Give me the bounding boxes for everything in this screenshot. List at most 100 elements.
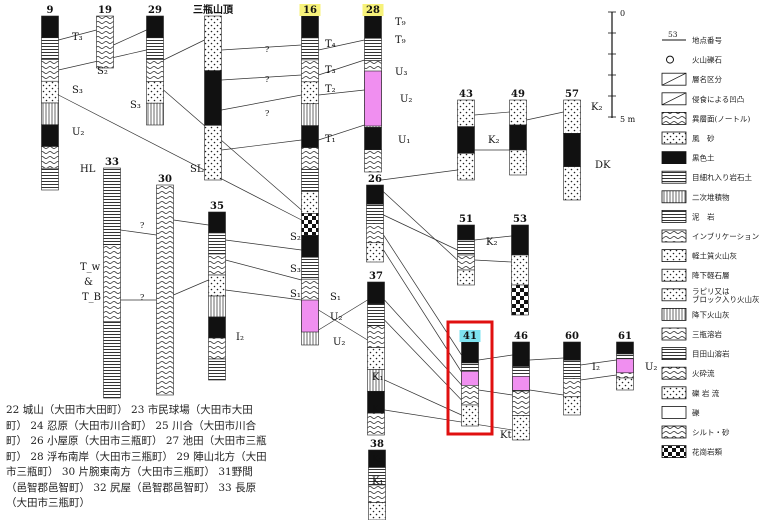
column-layer [103, 167, 121, 245]
column-layer [367, 325, 385, 348]
column-number: 49 [511, 89, 525, 100]
unit-label: S₂ [290, 232, 301, 243]
column-layer [301, 59, 319, 83]
legend-label: 花崗岩類 [692, 447, 722, 457]
column-layer [461, 341, 479, 364]
correlation-line [384, 379, 462, 416]
column-layer [509, 124, 527, 151]
column-layer [41, 102, 59, 126]
unit-label: T₃ [72, 32, 83, 43]
column-c60: 60 [563, 331, 581, 416]
legend-item: シルト・砂 [661, 425, 730, 439]
correlation-line [526, 111, 564, 121]
legend-item: 黒色土 [661, 151, 715, 165]
unit-label: T₁ [325, 134, 336, 145]
column-layer [563, 99, 581, 134]
legend-swatch [666, 55, 674, 64]
column-layer [301, 103, 319, 126]
column-layer [204, 15, 222, 71]
column-layer [41, 146, 59, 169]
correlation-line [529, 389, 564, 396]
legend-item: 三瓶溶岩 [661, 327, 722, 341]
correlation-line [478, 389, 513, 396]
legend-label: 地点番号 [692, 35, 722, 45]
column-c53: 53 [511, 214, 529, 316]
column-number: 53 [513, 214, 527, 225]
column-c26: 26 [366, 174, 384, 263]
legend-label: 目細れ入り岩石土 [692, 172, 752, 182]
column-layer [368, 502, 386, 520]
column-layer [208, 211, 226, 234]
column-layer [366, 184, 384, 205]
unit-label: S₁ [330, 292, 341, 303]
column-number: 35 [210, 201, 224, 212]
correlation-line [318, 124, 365, 141]
column-layer [301, 125, 319, 148]
column-layer [41, 15, 59, 39]
question-mark: ? [265, 75, 269, 84]
column-layer [41, 37, 59, 60]
column-layer [103, 321, 121, 399]
legend-label: ラピリ又は [692, 287, 730, 296]
question-mark: ? [265, 45, 269, 54]
pink-layer [461, 371, 479, 386]
column-layer [364, 37, 382, 61]
legend-number: 53 [668, 30, 678, 39]
column-layer [301, 147, 319, 170]
legend-item: 風 砂 [661, 131, 715, 145]
column-layer [509, 149, 527, 176]
correlation-line [384, 319, 462, 401]
unit-label: U₁ [398, 135, 410, 146]
column-layer [204, 70, 222, 126]
legend-label: 礫 岩 流 [692, 388, 720, 398]
correlation-line [318, 39, 365, 51]
legend-label: 黒色土 [692, 153, 715, 163]
column-layer [146, 81, 164, 104]
column-number: 9 [47, 5, 54, 16]
legend-item: 目田山溶岩 [661, 347, 730, 361]
legend-item: インブリケーション [661, 229, 759, 243]
correlation-line [474, 111, 510, 116]
unit-label: K₂ [488, 135, 499, 146]
column-layer [457, 239, 475, 256]
unit-label: HL [80, 164, 96, 175]
column-layer [367, 412, 385, 436]
unit-label: K₂ [591, 102, 602, 113]
correlation-line [120, 229, 157, 236]
legend-label: 火山礫石 [692, 55, 722, 65]
legend-swatch-line [661, 72, 687, 86]
correlation-line [381, 169, 458, 181]
column-c29: 29 [146, 5, 164, 126]
legend-swatch [661, 151, 687, 165]
column-layer [457, 126, 475, 154]
column-layer [364, 127, 382, 151]
column-c61: 61 [616, 331, 634, 391]
column-layer [301, 37, 319, 61]
column-layer [208, 358, 226, 381]
column-layer [509, 99, 527, 126]
legend-label: シルト・砂 [692, 427, 730, 437]
column-layer [367, 347, 385, 370]
caption: 22 城山（大田市大田町） 23 市民球場（大田市大田町） 24 忍原（大田市川… [6, 404, 267, 509]
column-number: 38 [370, 439, 384, 450]
column-layer [204, 125, 222, 181]
column-layer [301, 213, 319, 236]
legend-swatch-line [661, 92, 687, 106]
column-layer [146, 59, 164, 82]
legend-label: 異層面(ノートル) [692, 114, 750, 123]
unit-label: T₂ [325, 84, 336, 95]
legend-swatch [661, 425, 687, 439]
column-number: 33 [105, 157, 119, 168]
legend-swatch [661, 327, 687, 341]
unit-label: SL [190, 164, 204, 175]
legend-label: 二次堆積物 [692, 192, 730, 202]
legend-item: 異層面(ノートル) [661, 112, 750, 125]
column-layer [41, 124, 59, 147]
legend-label: 降下火山灰 [692, 309, 730, 319]
unit-label: T_w [80, 262, 101, 273]
column-layer [461, 383, 479, 406]
unit-label: K₂ [486, 237, 497, 248]
unit-label: S₁ [290, 289, 301, 300]
